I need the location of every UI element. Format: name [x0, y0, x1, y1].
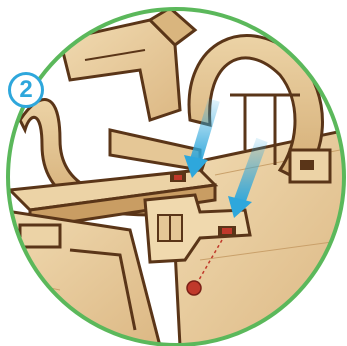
- peg-hole-right: [218, 226, 236, 236]
- peg-hole-left: [170, 173, 186, 182]
- step-number-badge: 2: [8, 72, 44, 108]
